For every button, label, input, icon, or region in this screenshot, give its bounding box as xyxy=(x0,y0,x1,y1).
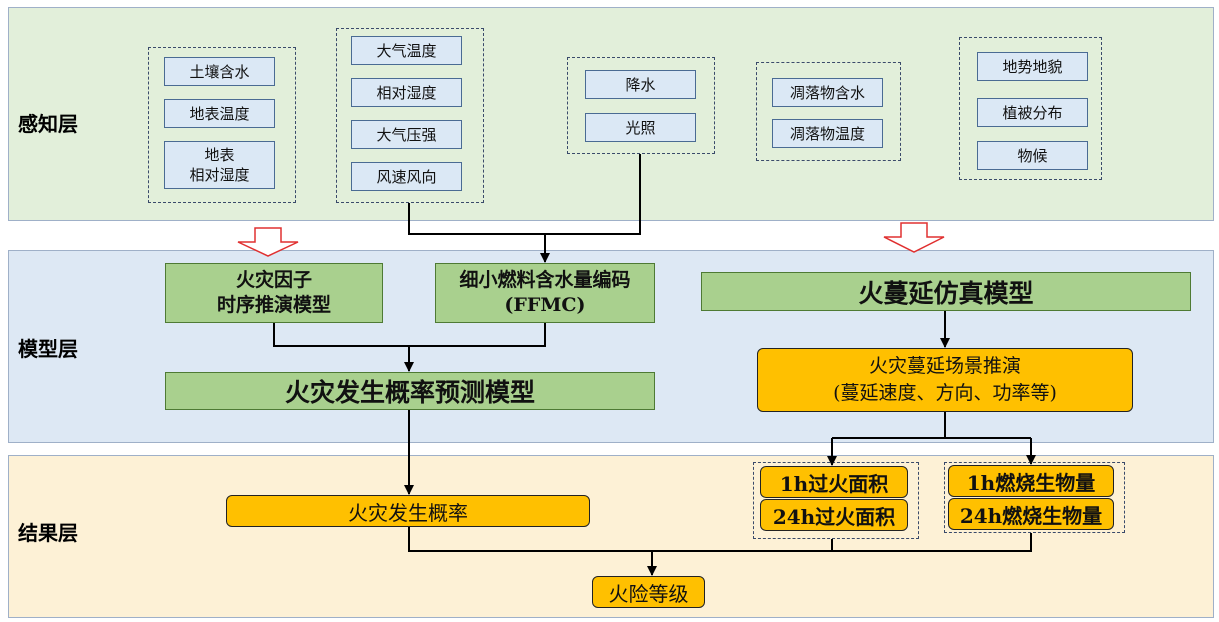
precipitation-group xyxy=(567,57,715,154)
precipitation-to-ffmc-line xyxy=(545,154,641,235)
scenario-split-line xyxy=(832,412,946,439)
ffmc-model-box: 细小燃料含水量编码 (FFMC) xyxy=(435,263,655,323)
hollow-down-arrow-left xyxy=(237,227,299,257)
wind-box: 风速风向 xyxy=(351,162,462,191)
probability-model-box: 火灾发生概率预测模型 xyxy=(165,372,655,410)
model-layer-label: 模型层 xyxy=(18,337,78,361)
atmosphere-sensor-group xyxy=(336,28,484,203)
factor-model-connector xyxy=(273,323,409,347)
surface-humidity-box: 地表 相对湿度 xyxy=(164,141,275,189)
biomass-to-risk-line xyxy=(832,533,1032,552)
burn-area-to-risk-line xyxy=(652,539,833,552)
soil-sensor-group xyxy=(148,47,296,203)
biomass-1h-box: 1h燃烧生物量 xyxy=(948,465,1114,497)
litter-sensor-group xyxy=(756,62,901,161)
result-layer-label: 结果层 xyxy=(18,521,78,545)
air-temperature-box: 大气温度 xyxy=(351,36,462,65)
perception-layer-label: 感知层 xyxy=(18,112,78,136)
relative-humidity-box: 相对湿度 xyxy=(351,78,462,107)
terrain-group xyxy=(959,37,1102,180)
fire-factor-model-box: 火灾因子 时序推演模型 xyxy=(165,263,383,323)
terrain-box: 地势地貌 xyxy=(977,52,1088,81)
burn-area-1h-box: 1h过火面积 xyxy=(760,466,908,498)
precipitation-box: 降水 xyxy=(585,70,696,99)
spread-simulation-model-box: 火蔓延仿真模型 xyxy=(701,272,1191,311)
fire-risk-level-box: 火险等级 xyxy=(592,576,705,608)
vegetation-box: 植被分布 xyxy=(977,98,1088,127)
burn-area-24h-box: 24h过火面积 xyxy=(760,499,908,531)
atmosphere-to-ffmc-line xyxy=(408,203,545,235)
litter-temperature-box: 凋落物温度 xyxy=(772,119,883,148)
air-pressure-box: 大气压强 xyxy=(351,120,462,149)
hollow-down-arrow-right xyxy=(883,222,945,253)
ffmc-model-connector xyxy=(409,323,546,347)
phenology-box: 物候 xyxy=(977,141,1088,170)
spread-scenario-box: 火灾蔓延场景推演 (蔓延速度、方向、功率等) xyxy=(757,348,1133,412)
biomass-24h-box: 24h燃烧生物量 xyxy=(948,498,1114,530)
fire-probability-box: 火灾发生概率 xyxy=(226,495,590,527)
surface-temperature-box: 地表温度 xyxy=(164,99,275,128)
sunlight-box: 光照 xyxy=(585,113,696,142)
probability-to-risk-line xyxy=(408,527,652,552)
litter-moisture-box: 凋落物含水 xyxy=(772,78,883,107)
soil-moisture-box: 土壤含水 xyxy=(164,57,275,86)
